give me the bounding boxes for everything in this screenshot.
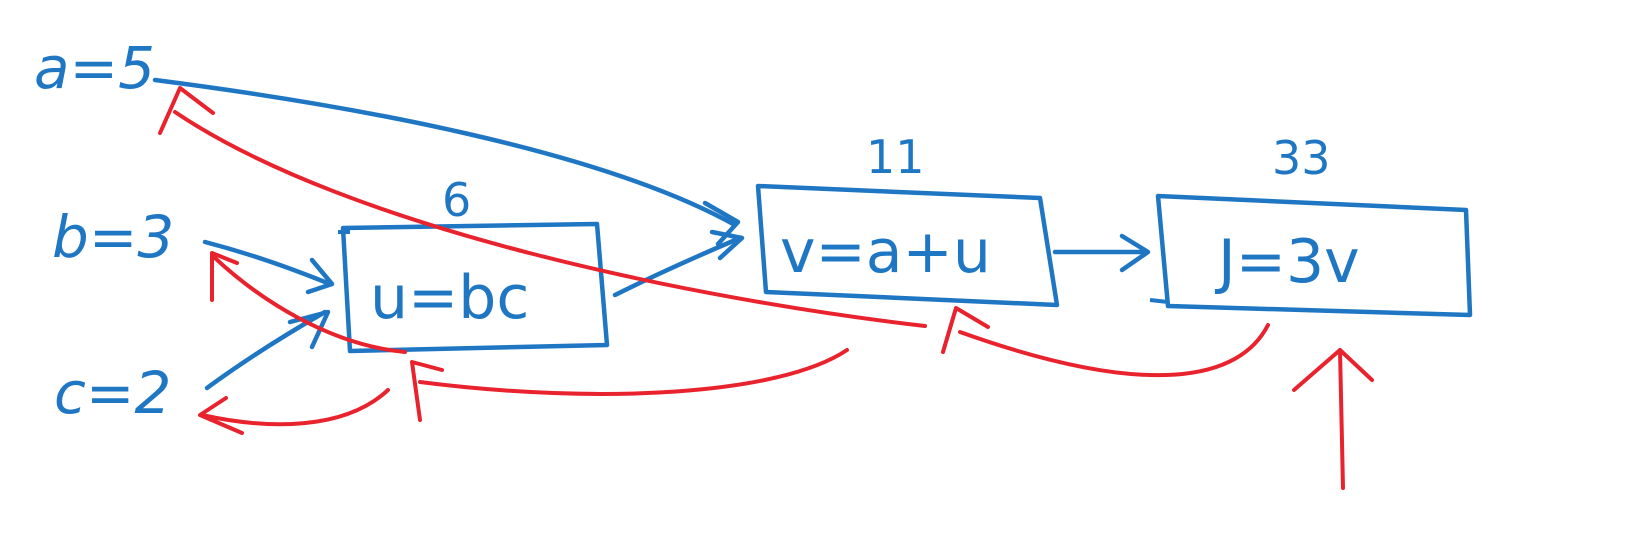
forward-arrow-a-to-v <box>152 77 738 228</box>
node-j: J=3v 33 <box>1149 131 1473 318</box>
backward-arrow-v-to-a <box>173 110 927 328</box>
node-u-value: 6 <box>442 173 471 227</box>
node-v-value: 11 <box>866 130 925 184</box>
forward-arrow-u-to-v-head <box>709 229 745 261</box>
backward-arrow-u-to-c <box>200 388 390 427</box>
node-j-box <box>1155 193 1473 318</box>
backward-arrow-u-to-b-head <box>210 251 239 302</box>
forward-arrow-b-to-u-head <box>305 257 335 295</box>
input-label-a: a=5 <box>34 34 155 102</box>
backward-arrow-v-to-u-head <box>410 360 444 422</box>
backward-arrow-output-gradient <box>1338 348 1345 490</box>
backward-arrow-j-to-v <box>958 323 1270 378</box>
backward-arrow-v-to-u <box>418 348 849 396</box>
backward-arrow-v-to-a-head <box>158 86 215 135</box>
input-label-c: c=2 <box>54 359 171 427</box>
node-v: v=a+u 11 <box>755 130 1060 308</box>
backward-arrow-u-to-c-head <box>198 396 244 435</box>
input-label-b: b=3 <box>52 203 174 271</box>
backward-arrow-j-to-v-head <box>941 306 990 354</box>
forward-arrow-v-to-j-head <box>1119 233 1151 273</box>
backward-arrow-output-gradient-head <box>1292 348 1374 392</box>
forward-arrow-b-to-u <box>202 239 333 287</box>
node-j-box-tick <box>1149 298 1169 304</box>
forward-arrow-c-to-u <box>204 309 328 391</box>
node-j-expression: J=3v <box>1214 227 1360 297</box>
node-j-value: 33 <box>1272 131 1331 185</box>
node-u: u=bc 6 <box>338 173 610 354</box>
backward-edges <box>158 86 1374 490</box>
node-u-box <box>340 221 610 354</box>
forward-arrow-u-to-v <box>612 235 743 298</box>
node-v-expression: v=a+u <box>780 217 991 287</box>
backward-arrow-u-to-b <box>213 256 407 354</box>
node-u-expression: u=bc <box>370 263 529 333</box>
forward-edges <box>152 77 1151 391</box>
node-v-box <box>755 183 1060 308</box>
